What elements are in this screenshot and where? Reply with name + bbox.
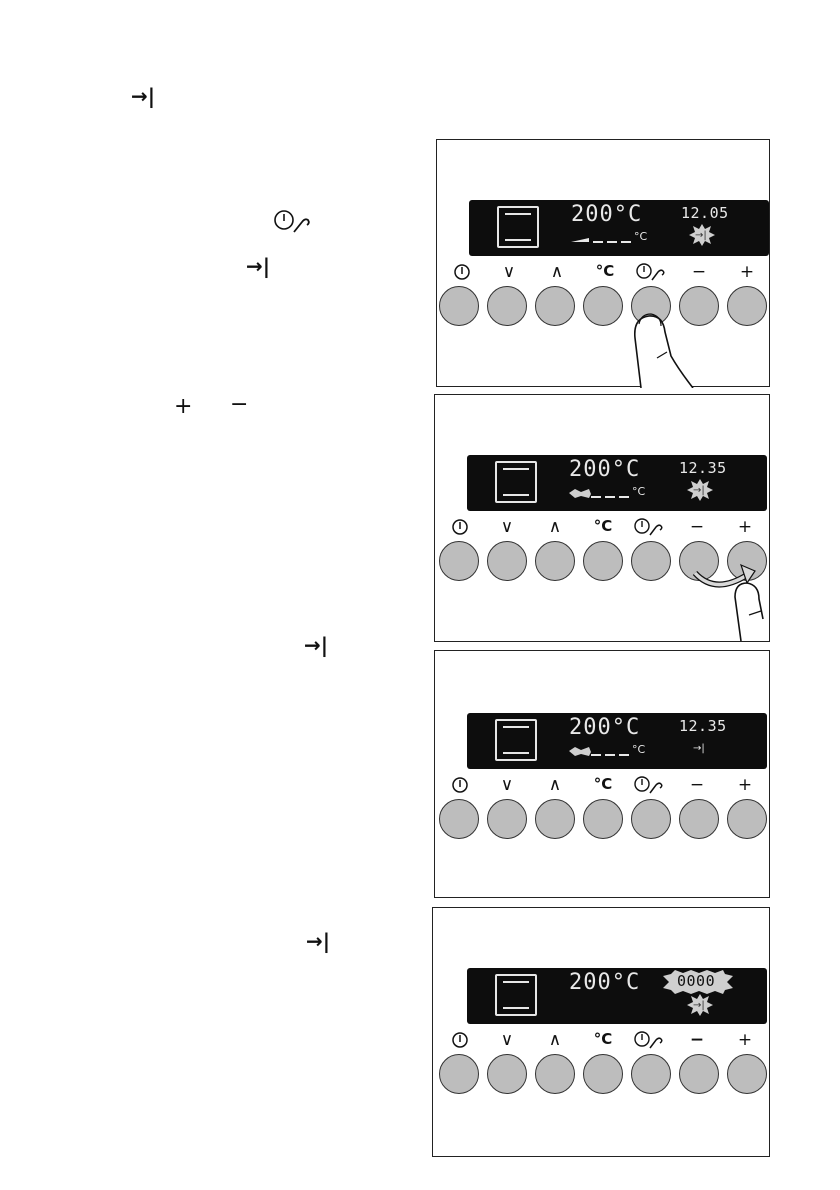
oven-panel-1: 200°C °C 12.05 →| ∨ ∧ °C − + (436, 139, 770, 388)
down-button[interactable] (487, 541, 527, 581)
clock-readout: 12.35 (679, 459, 727, 477)
up-chevron-icon: ∧ (548, 1030, 562, 1050)
celsius-icon: °C (593, 517, 613, 535)
flash-burst-icon (687, 479, 713, 501)
plus-button[interactable] (727, 1054, 767, 1094)
plus-icon: + (739, 262, 755, 282)
clock-button[interactable] (631, 1054, 671, 1094)
clock-button[interactable] (631, 286, 671, 326)
clock-readout: 0000 (677, 972, 716, 990)
up-button[interactable] (535, 1054, 575, 1094)
minus-button[interactable] (679, 286, 719, 326)
minus-button[interactable] (679, 541, 719, 581)
minus-icon: − (691, 262, 707, 282)
end-time-arrow-icon: →| (695, 230, 707, 241)
end-time-arrow-icon: →| (306, 929, 331, 953)
down-chevron-icon: ∨ (502, 262, 516, 282)
oven-cavity-icon (495, 974, 537, 1016)
minus-icon: − (689, 1030, 705, 1050)
temperature-bar (569, 489, 629, 498)
power-icon (452, 1032, 468, 1048)
end-time-arrow-icon: →| (693, 743, 705, 754)
clock-probe-icon (636, 263, 665, 281)
temperature-unit: °C (634, 230, 648, 243)
temperature-button[interactable] (583, 799, 623, 839)
clock-probe-icon (634, 518, 663, 536)
end-time-arrow-icon: →| (246, 254, 271, 278)
flash-burst-icon (687, 994, 713, 1016)
down-button[interactable] (487, 1054, 527, 1094)
end-time-arrow-icon: →| (131, 84, 156, 108)
minus-button[interactable] (679, 1054, 719, 1094)
temperature-button[interactable] (583, 1054, 623, 1094)
clock-readout: 12.05 (681, 204, 729, 222)
power-button[interactable] (439, 286, 479, 326)
temperature-button[interactable] (583, 541, 623, 581)
clock-button[interactable] (631, 799, 671, 839)
minus-button[interactable] (679, 799, 719, 839)
power-icon (454, 264, 470, 280)
up-button[interactable] (535, 286, 575, 326)
down-chevron-icon: ∨ (500, 1030, 514, 1050)
power-button[interactable] (439, 1054, 479, 1094)
temperature-readout: 200°C (569, 457, 641, 482)
clock-readout: 12.35 (679, 717, 727, 735)
oven-panel-4: 200°C 0000 →| ∨ ∧ °C − + (432, 907, 770, 1157)
oven-panel-2: 200°C °C 12.35 →| ∨ ∧ °C − + (434, 394, 770, 642)
down-chevron-icon: ∨ (500, 517, 514, 537)
minus-icon: − (689, 517, 705, 537)
temperature-readout: 200°C (571, 202, 643, 227)
clock-probe-icon (634, 1031, 663, 1049)
oven-panel-3: 200°C °C 12.35 →| ∨ ∧ °C − + (434, 650, 770, 898)
power-icon (452, 519, 468, 535)
clock-probe-icon (634, 776, 663, 794)
oven-display: 200°C °C 12.35 →| (467, 713, 767, 769)
plus-icon: + (737, 1030, 753, 1050)
oven-cavity-icon (495, 461, 537, 503)
power-button[interactable] (439, 541, 479, 581)
up-button[interactable] (535, 799, 575, 839)
up-button[interactable] (535, 541, 575, 581)
down-button[interactable] (487, 286, 527, 326)
plus-button[interactable] (727, 541, 767, 581)
oven-cavity-icon (495, 719, 537, 761)
temperature-unit: °C (632, 485, 646, 498)
up-chevron-icon: ∧ (548, 775, 562, 795)
temperature-button[interactable] (583, 286, 623, 326)
minus-icon: − (230, 392, 249, 417)
plus-button[interactable] (727, 286, 767, 326)
plus-icon: + (737, 775, 753, 795)
oven-cavity-icon (497, 206, 539, 248)
end-time-arrow-icon: →| (693, 485, 705, 496)
plus-button[interactable] (727, 799, 767, 839)
power-button[interactable] (439, 799, 479, 839)
flash-burst-icon (689, 224, 715, 246)
oven-display: 200°C °C 12.05 →| (469, 200, 769, 256)
temperature-bar (569, 747, 629, 756)
minus-icon: − (689, 775, 705, 795)
celsius-icon: °C (593, 775, 613, 793)
plus-icon: + (737, 517, 753, 537)
down-chevron-icon: ∨ (500, 775, 514, 795)
up-chevron-icon: ∧ (550, 262, 564, 282)
end-time-arrow-icon: →| (304, 633, 329, 657)
clock-button[interactable] (631, 541, 671, 581)
up-chevron-icon: ∧ (548, 517, 562, 537)
oven-display: 200°C 0000 →| (467, 968, 767, 1024)
celsius-icon: °C (595, 262, 615, 280)
temperature-bar (571, 238, 631, 243)
temperature-readout: 200°C (569, 715, 641, 740)
temperature-readout: 200°C (569, 970, 641, 995)
clock-probe-icon (272, 208, 314, 236)
end-time-arrow-icon: →| (693, 1000, 705, 1011)
plus-icon: + (174, 394, 193, 419)
down-button[interactable] (487, 799, 527, 839)
flash-burst-icon (663, 970, 733, 994)
oven-display: 200°C °C 12.35 →| (467, 455, 767, 511)
power-icon (452, 777, 468, 793)
temperature-unit: °C (632, 743, 646, 756)
celsius-icon: °C (593, 1030, 613, 1048)
